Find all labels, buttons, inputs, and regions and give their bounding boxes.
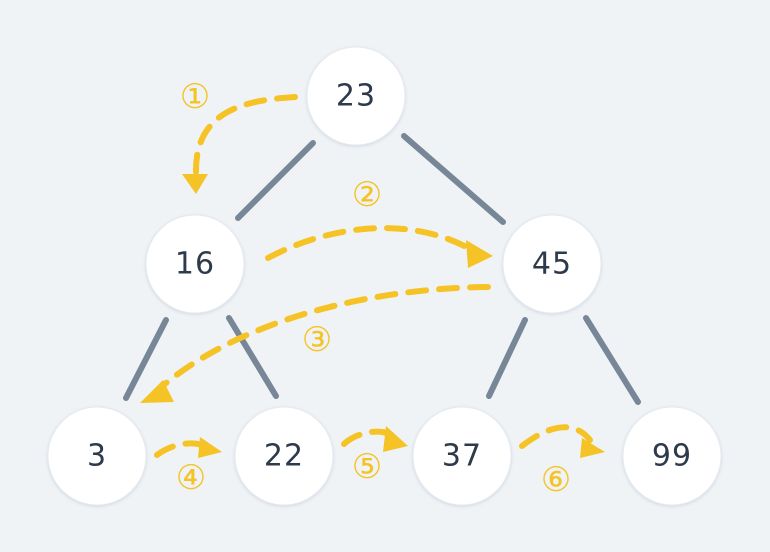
traversal-arrow-5 — [341, 428, 393, 447]
tree-node-37: 37 — [412, 406, 512, 506]
edge-23-16 — [235, 140, 316, 221]
edge-16-3 — [123, 317, 169, 401]
traversal-arrow-4 — [154, 440, 208, 458]
node-label-45: 45 — [532, 247, 572, 282]
edge-45-99 — [583, 315, 641, 405]
tree-node-99: 99 — [622, 406, 722, 506]
step-label-2: ② — [352, 175, 382, 215]
edge-45-37 — [486, 317, 528, 399]
traversal-arrow-3 — [157, 284, 491, 391]
tree-nodes: 23 16 45 3 22 37 — [47, 46, 722, 506]
traversal-arrows — [140, 94, 605, 458]
arrowhead-2-icon — [466, 240, 493, 268]
step-label-6: ⑥ — [541, 460, 571, 500]
arrowhead-1-icon — [182, 174, 208, 194]
traversal-arrow-2 — [265, 225, 475, 261]
tree-node-23: 23 — [306, 46, 406, 146]
traversal-arrow-1 — [192, 94, 298, 175]
node-label-3: 3 — [87, 439, 107, 474]
tree-node-16: 16 — [145, 214, 245, 314]
step-label-4: ④ — [176, 458, 206, 498]
edge-23-45 — [401, 133, 506, 225]
edge-16-22 — [226, 315, 279, 399]
node-label-37: 37 — [442, 439, 482, 474]
tree-node-3: 3 — [47, 406, 147, 506]
node-label-23: 23 — [336, 79, 376, 114]
arrowhead-4-icon — [198, 437, 222, 458]
step-label-5: ⑤ — [352, 447, 382, 487]
node-label-16: 16 — [175, 247, 215, 282]
node-label-99: 99 — [652, 439, 692, 474]
step-labels: ① ② ③ ④ ⑤ ⑥ — [176, 77, 571, 500]
step-label-1: ① — [180, 77, 210, 117]
tree-node-45: 45 — [502, 214, 602, 314]
tree-edges — [123, 133, 641, 405]
node-label-22: 22 — [264, 439, 304, 474]
step-label-3: ③ — [302, 320, 332, 360]
arrowhead-3-icon — [140, 380, 174, 403]
arrowhead-5-icon — [383, 426, 408, 452]
traversal-arrow-6 — [519, 424, 593, 449]
tree-node-22: 22 — [234, 406, 334, 506]
arrowhead-6-icon — [580, 438, 605, 458]
